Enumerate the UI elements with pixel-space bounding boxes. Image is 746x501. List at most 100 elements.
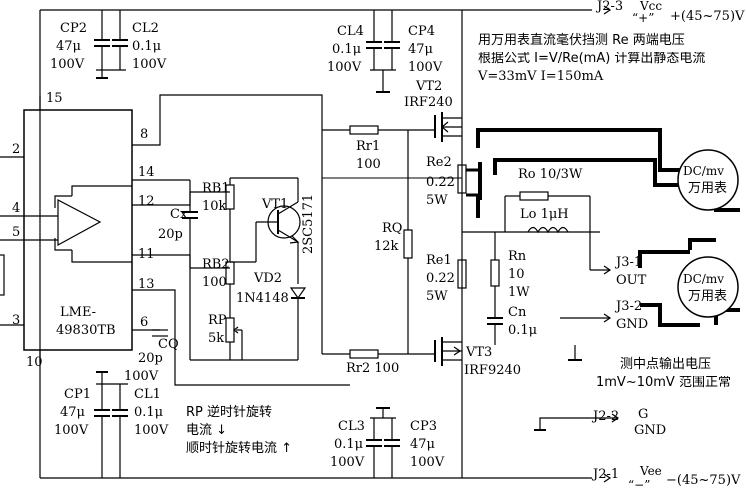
cp4-voltage: 100V <box>408 60 443 75</box>
rn-value: 10 <box>508 267 525 282</box>
pin-4: 4 <box>12 201 21 216</box>
rp-note-3: 顺时针旋转电流 ↑ <box>186 441 293 456</box>
lo-label: Lo 1μH <box>520 207 569 222</box>
pin-8: 8 <box>140 127 149 142</box>
meter-1-label-cn: 万用表 <box>688 181 728 196</box>
pin-13: 13 <box>138 277 155 292</box>
vcc-plus-sign: “+” <box>632 11 655 25</box>
rr1-label: Rr1 <box>356 139 381 154</box>
note-line-3: V=33mV I=150mA <box>478 69 604 84</box>
cp2-capacitor <box>94 10 110 70</box>
vt3-mosfet <box>434 337 462 366</box>
note-line-1: 用万用表直流毫伏挡测 Re 两端电压 <box>478 33 685 48</box>
cl4-label: CL4 <box>337 24 364 39</box>
pin-15: 15 <box>46 91 63 106</box>
gnd-label-2: GND <box>634 423 667 438</box>
cp3-value: 47μ <box>410 437 435 452</box>
j2-2-label: J2-2 <box>593 409 620 424</box>
ro-resistor <box>519 191 549 201</box>
j2-1-label: J2-1 <box>593 467 620 482</box>
vd2-label: VD2 <box>254 271 283 286</box>
cl4-capacitor <box>366 10 382 70</box>
out-label: OUT <box>616 273 647 288</box>
rn-label: Rn <box>508 249 527 264</box>
cl4-voltage: 100V <box>327 60 362 75</box>
cl3-voltage: 100V <box>330 455 365 470</box>
rb2-value: 100 <box>202 275 227 290</box>
re2-resistor <box>457 164 467 194</box>
vcc-label: Vcc <box>640 0 663 13</box>
pin-5: 5 <box>12 225 21 240</box>
rp-label: RP <box>208 313 227 328</box>
cq-value: 20p <box>138 351 163 366</box>
cn-value: 0.1μ <box>508 323 538 338</box>
note-line-2: 根据公式 I=V/Re(mA) 计算出静态电流 <box>478 52 706 66</box>
rr2-resistor <box>349 349 379 359</box>
j2-3-label: J2-3 <box>597 0 624 14</box>
cl1-value: 0.1μ <box>134 405 164 420</box>
vt2-part: IRF240 <box>404 95 453 110</box>
cl3-value: 0.1μ <box>334 437 364 452</box>
meter-1-label: DC/mv <box>683 164 725 178</box>
cp2-voltage: 100V <box>50 57 85 72</box>
vt1-label: VT1 <box>262 197 289 212</box>
vt3-label: VT3 <box>466 345 493 360</box>
pin-2: 2 <box>12 142 21 157</box>
cl2-voltage: 100V <box>132 57 167 72</box>
meter-2-label: DC/mv <box>683 272 725 286</box>
meter-1 <box>677 149 739 211</box>
rr2-label: Rr2 100 <box>346 361 400 376</box>
op-amp-symbol <box>57 199 102 247</box>
vee-range: −(45~75)V <box>666 473 741 488</box>
vd2-diode <box>289 287 307 300</box>
pin-14: 14 <box>138 165 155 180</box>
re1-wattage: 5W <box>426 289 448 304</box>
rq-value: 12k <box>374 239 399 254</box>
re1-resistor <box>457 259 467 289</box>
cl2-label: CL2 <box>132 21 159 36</box>
pin-12: 12 <box>138 194 155 209</box>
midpoint-note-2: 1mV~10mV 范围正常 <box>596 376 731 390</box>
vd2-part: 1N4148 <box>236 291 289 306</box>
ic-name-line1: LME- <box>60 305 97 320</box>
cp3-voltage: 100V <box>410 455 445 470</box>
meter-2-label-cn: 万用表 <box>688 289 728 304</box>
cp1-capacitor <box>94 384 110 478</box>
j3-2-label: J3-2 <box>616 299 643 314</box>
rn-resistor <box>490 259 500 287</box>
cq-label: CQ <box>158 337 179 352</box>
cp2-value: 47μ <box>56 39 81 54</box>
cx-value: 20p <box>158 227 183 242</box>
re2-value: 0.22 <box>426 175 455 190</box>
rq-label: RQ <box>382 221 403 236</box>
rp-note-2: 电流 ↓ <box>186 423 228 438</box>
rb1-value: 10k <box>202 199 227 214</box>
rb2-label: RB2 <box>202 257 230 272</box>
gnd-label: GND <box>616 317 649 332</box>
midpoint-note-1: 测中点输出电压 <box>620 357 712 372</box>
rq-resistor <box>403 229 413 259</box>
cp3-capacitor <box>384 418 400 478</box>
cp2-label: CP2 <box>60 21 87 36</box>
cn-label: Cn <box>508 305 527 320</box>
rb1-label: RB1 <box>202 181 230 196</box>
cl4-value: 0.1μ <box>332 42 362 57</box>
cl1-label: CL1 <box>134 387 161 402</box>
cl2-value: 0.1μ <box>132 39 162 54</box>
g-label: G <box>638 407 649 422</box>
cp1-label: CP1 <box>64 387 91 402</box>
rp-note-1: RP 逆时针旋转 <box>186 405 273 420</box>
rr1-value: 100 <box>356 157 381 172</box>
vt3-part: IRF9240 <box>464 363 522 378</box>
ro-label: Ro 10/3W <box>518 167 583 182</box>
vt2-label: VT2 <box>416 79 443 94</box>
ic-name-line2: 49830TB <box>56 323 116 338</box>
cx-label: Cx <box>170 207 188 222</box>
pin-11: 11 <box>138 247 155 262</box>
cl1-capacitor <box>112 384 128 478</box>
vcc-range: +(45~75)V <box>670 9 745 24</box>
meter-2 <box>677 256 739 318</box>
cl3-capacitor <box>366 418 382 478</box>
vee-minus-sign: “−” <box>628 478 651 492</box>
